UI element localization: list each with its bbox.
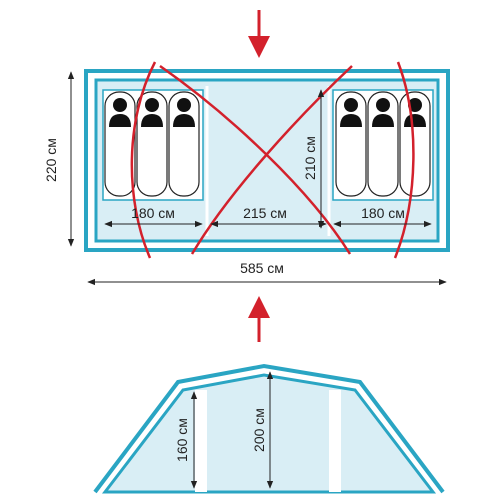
label-center-height: 200 см — [251, 408, 267, 452]
label-inner-depth: 210 см — [302, 136, 318, 180]
overall-length-dimension: 585 см — [87, 260, 447, 286]
label-side-height: 160 см — [174, 418, 190, 462]
side-door-right — [329, 390, 341, 492]
person-icons-left — [109, 98, 195, 127]
label-overall-width: 220 см — [43, 138, 59, 182]
side-door-left — [195, 390, 207, 492]
label-sleeping-left: 180 см — [131, 205, 175, 221]
frame-poles — [130, 61, 415, 259]
side-view-arrow — [248, 296, 270, 342]
pole-left-arc — [130, 61, 157, 259]
overall-width-dimension: 220 см — [43, 71, 75, 247]
person-icons-right — [340, 98, 426, 127]
floor-plan: 180 см 215 см 180 см 210 см — [84, 61, 450, 259]
label-sleeping-right: 180 см — [361, 205, 405, 221]
top-view-arrow — [248, 10, 270, 58]
person-icon — [372, 98, 394, 127]
pole-cross-2 — [190, 65, 353, 255]
tent-profile-inner — [101, 373, 437, 494]
person-icon — [141, 98, 163, 127]
person-icon — [173, 98, 195, 127]
side-profile: 160 см 200 см — [93, 363, 445, 494]
label-center-room: 215 см — [243, 205, 287, 221]
pole-right-arc — [393, 61, 415, 259]
person-icon — [404, 98, 426, 127]
person-icon — [109, 98, 131, 127]
person-icon — [340, 98, 362, 127]
label-overall-length: 585 см — [240, 260, 284, 276]
